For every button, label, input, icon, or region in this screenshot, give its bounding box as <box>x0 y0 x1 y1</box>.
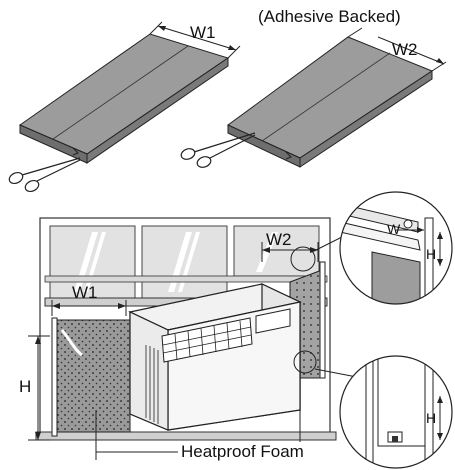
scissors-icon <box>8 157 81 193</box>
w1-label-window: W1 <box>72 283 98 302</box>
adhesive-backed-note: (Adhesive Backed) <box>258 7 401 26</box>
h-label-inset-bottom: H <box>426 410 436 426</box>
air-conditioner <box>128 283 302 431</box>
h-label-inset-top: H <box>426 246 436 262</box>
w1-label-top: W1 <box>190 23 216 42</box>
heatproof-foam-callout: Heatproof Foam <box>95 402 304 461</box>
w-label-inset: W <box>387 221 401 237</box>
scissors-icon-2 <box>180 132 256 168</box>
detail-marker-bottom <box>293 350 317 374</box>
side-panel-strip <box>51 317 58 437</box>
w2-dimension-top: W2 <box>347 27 447 72</box>
side-panel-strip-right <box>319 261 326 379</box>
detail-inset-top: W H <box>339 191 453 305</box>
heatproof-foam-label: Heatproof Foam <box>181 442 304 461</box>
detail-marker-top <box>290 246 316 272</box>
foam-panel-w1 <box>18 33 230 164</box>
w2-dimension-window: W2 <box>261 230 319 262</box>
w2-label-top: W2 <box>392 40 418 59</box>
w2-label-window: W2 <box>266 230 292 249</box>
w1-dimension-top: W1 <box>149 21 241 59</box>
detail-inset-bottom: H <box>339 355 453 469</box>
h-dimension-left: H <box>19 335 50 441</box>
w1-dimension-window: W1 <box>51 283 127 316</box>
h-label-left: H <box>19 377 31 396</box>
